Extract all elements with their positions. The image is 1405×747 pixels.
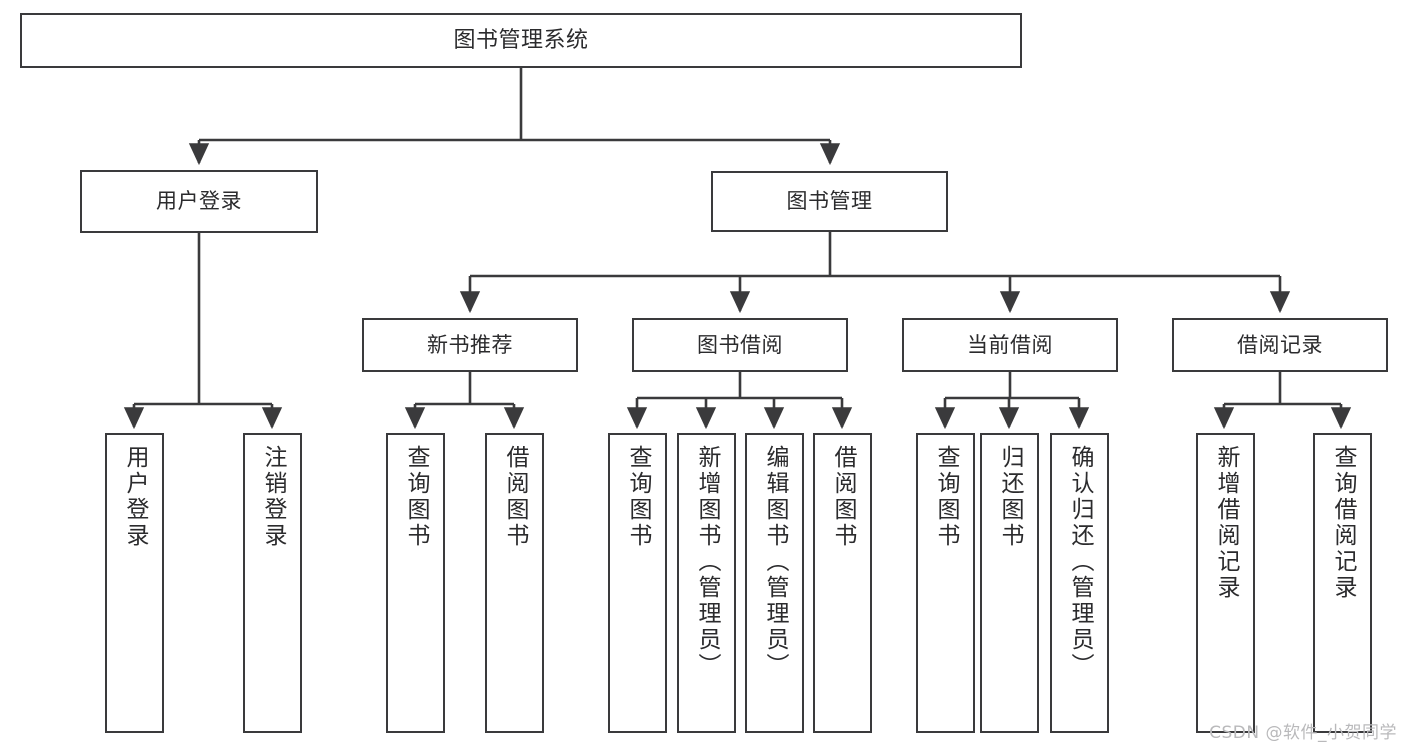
node-borrow-record[interactable]: 借阅记录 — [1172, 318, 1388, 372]
leaf-borrow-book-2-label: 借阅图书 — [830, 445, 856, 549]
leaf-query-book-2[interactable]: 查询图书 — [608, 433, 667, 733]
leaf-confirm-return[interactable]: 确认归还（管理员） — [1050, 433, 1109, 733]
leaf-query-book-1[interactable]: 查询图书 — [386, 433, 445, 733]
leaf-edit-book-label: 编辑图书（管理员） — [762, 445, 788, 679]
node-user-login-label: 用户登录 — [156, 189, 242, 214]
node-current-borrow[interactable]: 当前借阅 — [902, 318, 1118, 372]
leaf-add-book[interactable]: 新增图书（管理员） — [677, 433, 736, 733]
node-current-borrow-label: 当前借阅 — [967, 332, 1053, 357]
watermark-text: CSDN @软件_小贺同学 — [1209, 723, 1397, 743]
node-root-label: 图书管理系统 — [453, 27, 589, 53]
node-new-book-recommend[interactable]: 新书推荐 — [362, 318, 578, 372]
node-new-book-recommend-label: 新书推荐 — [427, 332, 513, 357]
node-root[interactable]: 图书管理系统 — [20, 13, 1022, 68]
leaf-query-record[interactable]: 查询借阅记录 — [1313, 433, 1372, 733]
leaf-user-logout[interactable]: 注销登录 — [243, 433, 302, 733]
leaf-user-login-label: 用户登录 — [122, 445, 148, 549]
node-book-management-label: 图书管理 — [786, 189, 873, 214]
leaf-query-book-3[interactable]: 查询图书 — [916, 433, 975, 733]
leaf-add-record[interactable]: 新增借阅记录 — [1196, 433, 1255, 733]
leaf-confirm-return-label: 确认归还（管理员） — [1067, 445, 1093, 679]
leaf-borrow-book-2[interactable]: 借阅图书 — [813, 433, 872, 733]
node-book-borrow[interactable]: 图书借阅 — [632, 318, 848, 372]
leaf-query-record-label: 查询借阅记录 — [1330, 445, 1356, 601]
leaf-query-book-3-label: 查询图书 — [933, 445, 959, 549]
leaf-add-record-label: 新增借阅记录 — [1213, 445, 1239, 601]
node-book-borrow-label: 图书借阅 — [697, 332, 783, 357]
leaf-query-book-1-label: 查询图书 — [403, 445, 429, 549]
leaf-query-book-2-label: 查询图书 — [625, 445, 651, 549]
leaf-add-book-label: 新增图书（管理员） — [694, 445, 720, 679]
leaf-return-book[interactable]: 归还图书 — [980, 433, 1039, 733]
node-user-login[interactable]: 用户登录 — [80, 170, 318, 233]
leaf-edit-book[interactable]: 编辑图书（管理员） — [745, 433, 804, 733]
leaf-user-logout-label: 注销登录 — [260, 445, 286, 549]
node-borrow-record-label: 借阅记录 — [1237, 332, 1323, 357]
leaf-borrow-book-1-label: 借阅图书 — [502, 445, 528, 549]
leaf-borrow-book-1[interactable]: 借阅图书 — [485, 433, 544, 733]
leaf-return-book-label: 归还图书 — [997, 445, 1023, 549]
node-book-management[interactable]: 图书管理 — [711, 171, 948, 232]
leaf-user-login[interactable]: 用户登录 — [105, 433, 164, 733]
